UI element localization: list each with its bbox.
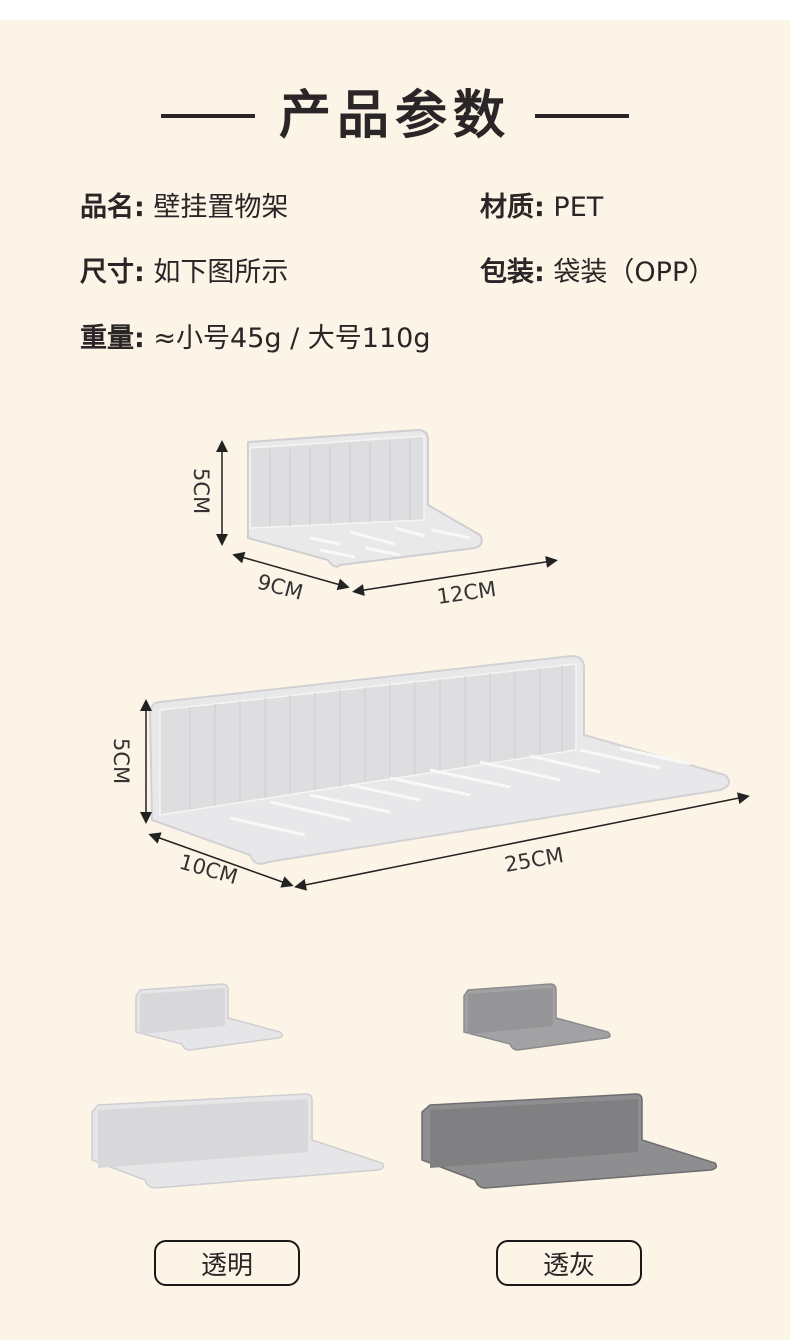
page-title: 产品参数 [278,86,511,146]
large-width-arrow [294,792,750,891]
section-header: 产品参数 [0,84,790,148]
small-shelf-diagram: 5CM 9CM 12CM [189,428,558,609]
spec-name: 品名: 壁挂置物架 [80,192,289,223]
gray-small-shelf [463,983,611,1051]
title-right-rule [535,114,629,118]
color-variants-gallery [91,983,718,1189]
small-width-label: 12CM [435,577,497,609]
gray-large-shelf [421,1093,718,1189]
spec-weight: 重量: ≈小号45g / 大号110g [80,323,431,354]
clear-small-shelf [135,983,283,1051]
small-shelf-image [247,428,483,568]
large-depth-arrow [148,832,294,888]
small-width-arrow [352,555,558,597]
clear-large-shelf [91,1093,385,1189]
small-height-label: 5CM [189,468,213,514]
top-white-strip [0,0,790,20]
spec-size: 尺寸: 如下图所示 [80,257,289,288]
spec-packaging: 包装: 袋装（OPP） [480,257,716,288]
large-shelf-diagram: 5CM 10CM 25CM [109,654,750,891]
large-width-label: 25CM [503,843,566,877]
spec-material: 材质: PET [480,192,604,223]
color-option-gray[interactable]: 透灰 [496,1240,642,1286]
small-depth-label: 9CM [255,570,306,605]
small-depth-arrow [232,551,350,591]
color-option-clear[interactable]: 透明 [154,1240,300,1286]
large-shelf-image [148,654,730,865]
title-left-rule [160,114,255,118]
large-height-label: 5CM [109,738,133,784]
